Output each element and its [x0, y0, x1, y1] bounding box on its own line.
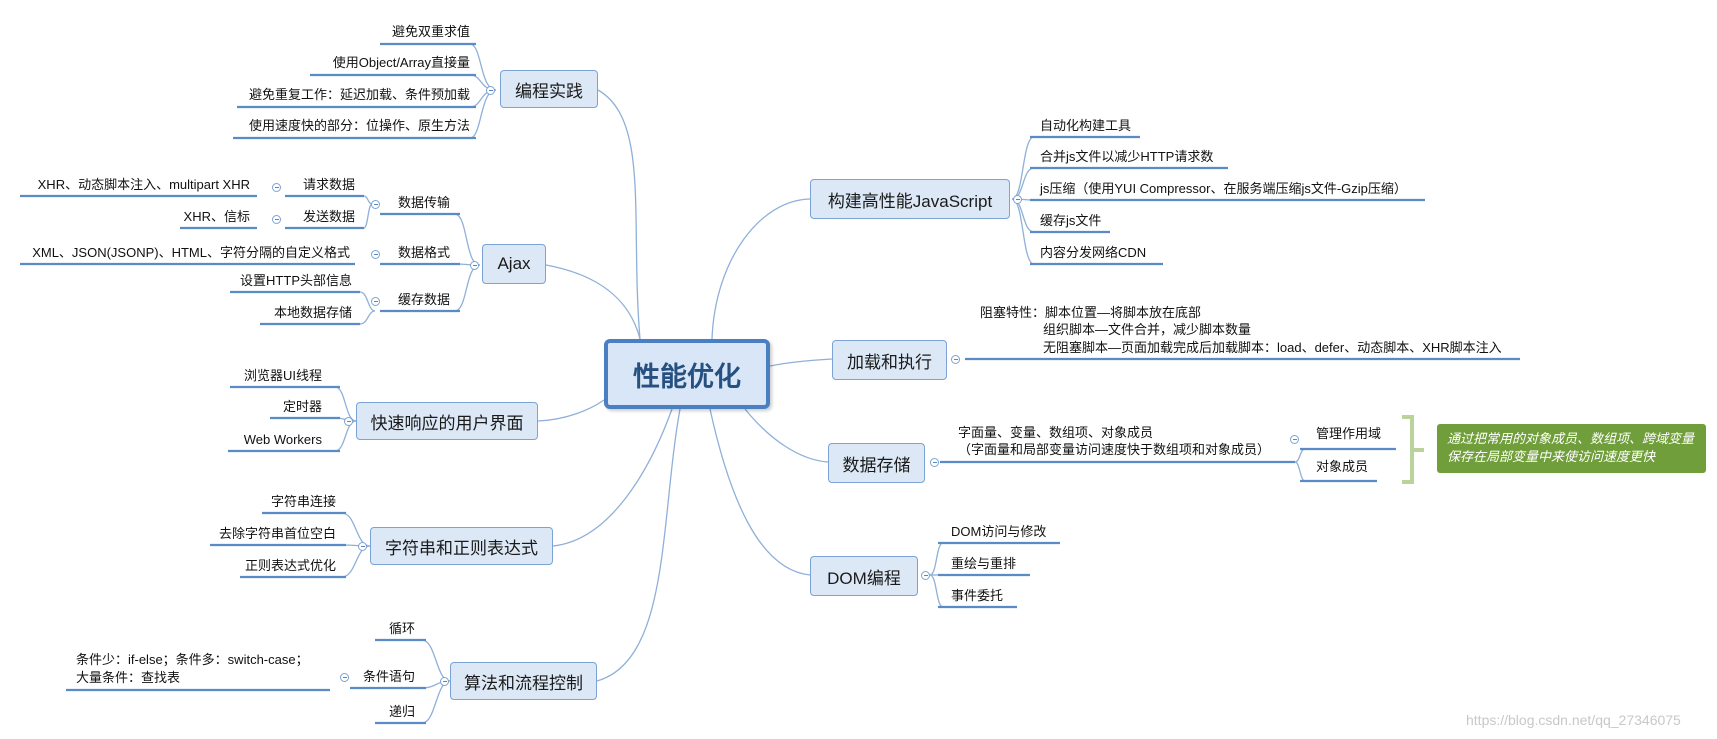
note-line-2: 保存在局部变量中来使访问速度更快 — [1447, 449, 1656, 464]
branch-build[interactable]: 构建高性能JavaScript — [810, 179, 1010, 219]
link-build — [711, 198, 811, 340]
ajax-geshi-detail[interactable]: XML、JSON(JSONP)、HTML、字符分隔的自定义格式 — [32, 245, 350, 260]
leaf-build-2[interactable]: 合并js文件以减少HTTP请求数 — [1040, 149, 1214, 164]
leaf-biancheng-3[interactable]: 避免重复工作：延迟加载、条件预加载 — [248, 87, 470, 102]
watermark: https://blog.csdn.net/qq_27346075 — [1466, 712, 1681, 728]
leaf-algo-cond-1[interactable]: 条件少：if-else；条件多：switch-case； — [76, 652, 309, 667]
ajax-huancun-2[interactable]: 本地数据存储 — [273, 305, 352, 320]
leaf-build-3[interactable]: js压缩（使用YUI Compressor、在服务端压缩js文件-Gzip压缩） — [1040, 181, 1407, 196]
storage-desc-1[interactable]: 字面量、变量、数组项、对象成员 — [958, 425, 1154, 440]
leaf-ui-1[interactable]: 浏览器UI线程 — [243, 368, 322, 383]
link-ajax — [545, 264, 641, 340]
collapse-chuanshu-icon[interactable] — [371, 200, 380, 209]
link-algo — [596, 408, 681, 682]
leaf-algo-3[interactable]: 递归 — [388, 704, 415, 719]
ajax-qingqiu-detail[interactable]: XHR、动态脚本注入、multipart XHR — [37, 177, 250, 192]
leaf-dom-3[interactable]: 事件委托 — [951, 588, 1004, 603]
link-string — [552, 408, 673, 547]
collapse-dom-icon[interactable] — [921, 571, 930, 580]
leaf-algo-cond-2[interactable]: 大量条件：查找表 — [76, 670, 181, 685]
collapse-ui-icon[interactable] — [344, 417, 353, 426]
branch-algo[interactable]: 算法和流程控制 — [450, 662, 597, 700]
collapse-qingqiu-icon[interactable] — [272, 183, 281, 192]
collapse-algo-icon[interactable] — [440, 677, 449, 686]
link-load — [769, 358, 833, 367]
branch-string[interactable]: 字符串和正则表达式 — [370, 527, 553, 565]
leaf-algo-1[interactable]: 循环 — [388, 621, 415, 636]
collapse-huancun-icon[interactable] — [371, 297, 380, 306]
collapse-geshi-icon[interactable] — [371, 250, 380, 259]
leaf-build-1[interactable]: 自动化构建工具 — [1040, 118, 1132, 133]
leaf-biancheng-1[interactable]: 避免双重求值 — [391, 24, 470, 39]
branch-ui[interactable]: 快速响应的用户界面 — [356, 402, 538, 440]
branch-storage[interactable]: 数据存储 — [828, 443, 925, 483]
ajax-huancun[interactable]: 缓存数据 — [397, 292, 450, 307]
leaf-biancheng-2[interactable]: 使用Object/Array直接量 — [332, 55, 470, 70]
leaf-dom-2[interactable]: 重绘与重排 — [951, 556, 1017, 571]
storage-object-members[interactable]: 对象成员 — [1316, 459, 1369, 474]
leaf-build-5[interactable]: 内容分发网络CDN — [1040, 245, 1147, 260]
link-biancheng — [597, 89, 641, 340]
leaf-string-1[interactable]: 字符串连接 — [270, 494, 336, 509]
ajax-fasong[interactable]: 发送数据 — [302, 209, 355, 224]
load-line-2[interactable]: 组织脚本—文件合并，减少脚本数量 — [1043, 322, 1252, 337]
collapse-build-icon[interactable] — [1013, 195, 1022, 204]
branch-ajax[interactable]: Ajax — [482, 244, 546, 284]
link-storage — [744, 408, 829, 463]
root-node[interactable]: 性能优化 — [604, 339, 770, 409]
collapse-manage-scope-icon[interactable] — [1290, 435, 1299, 444]
leaf-algo-2[interactable]: 条件语句 — [362, 669, 415, 684]
storage-manage-scope[interactable]: 管理作用域 — [1316, 426, 1382, 441]
leaf-string-2[interactable]: 去除字符串首位空白 — [218, 526, 336, 541]
branch-dom[interactable]: DOM编程 — [810, 556, 918, 596]
leaf-build-4[interactable]: 缓存js文件 — [1040, 213, 1102, 228]
collapse-string-icon[interactable] — [358, 542, 367, 551]
storage-desc-2[interactable]: （字面量和局部变量访问速度快于数组项和对象成员） — [958, 442, 1271, 457]
ajax-huancun-1[interactable]: 设置HTTP头部信息 — [240, 273, 352, 288]
ajax-qingqiu[interactable]: 请求数据 — [302, 177, 355, 192]
load-line-3[interactable]: 无阻塞脚本—页面加载完成后加载脚本：load、defer、动态脚本、XHR脚本注… — [1043, 340, 1502, 355]
collapse-ajax-icon[interactable] — [470, 261, 479, 270]
storage-summary-note[interactable]: 通过把常用的对象成员、数组项、跨域变量 保存在局部变量中来使访问速度更快 — [1437, 424, 1706, 473]
collapse-load-icon[interactable] — [951, 355, 960, 364]
link-dom — [709, 408, 811, 576]
leaf-ui-3[interactable]: Web Workers — [243, 432, 322, 447]
collapse-storage-icon[interactable] — [930, 458, 939, 467]
load-line-1[interactable]: 阻塞特性：脚本位置—将脚本放在底部 — [980, 305, 1202, 320]
collapse-cond-icon[interactable] — [340, 673, 349, 682]
leaf-dom-1[interactable]: DOM访问与修改 — [951, 524, 1047, 539]
leaf-string-3[interactable]: 正则表达式优化 — [244, 558, 336, 573]
collapse-biancheng-icon[interactable] — [486, 86, 495, 95]
ajax-chuanshu[interactable]: 数据传输 — [397, 195, 450, 210]
branch-biancheng[interactable]: 编程实践 — [500, 70, 598, 108]
link-ui — [537, 399, 605, 422]
leaf-biancheng-4[interactable]: 使用速度快的部分：位操作、原生方法 — [248, 118, 470, 133]
ajax-fasong-detail[interactable]: XHR、信标 — [183, 209, 250, 224]
collapse-fasong-icon[interactable] — [272, 215, 281, 224]
ajax-geshi[interactable]: 数据格式 — [397, 245, 450, 260]
leaf-ui-2[interactable]: 定时器 — [282, 399, 322, 414]
branch-load[interactable]: 加载和执行 — [832, 340, 947, 380]
note-line-1: 通过把常用的对象成员、数组项、跨域变量 — [1447, 431, 1695, 446]
